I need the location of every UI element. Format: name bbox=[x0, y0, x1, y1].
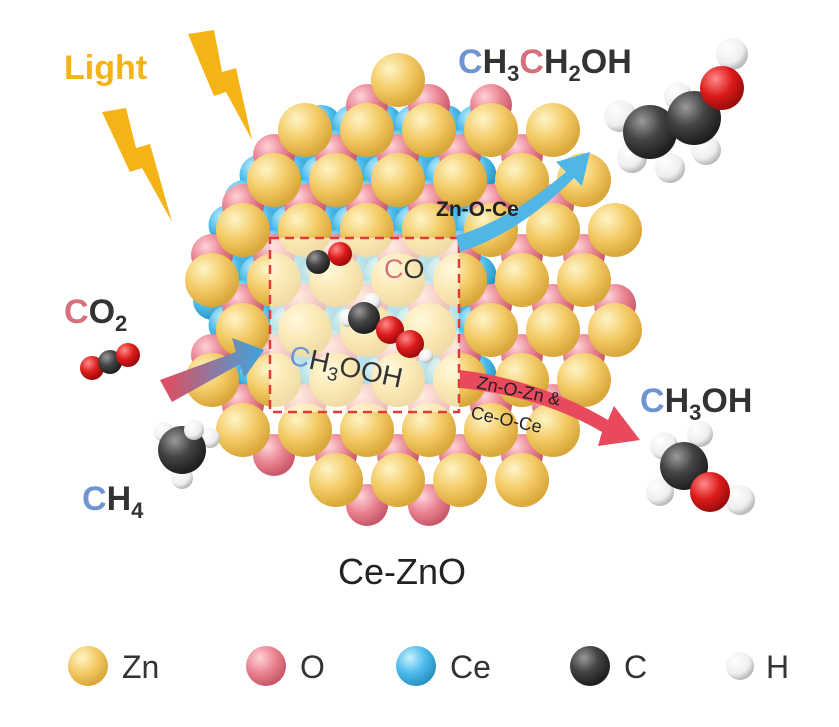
zn-atom-icon bbox=[68, 646, 108, 686]
zn-atom bbox=[216, 403, 270, 457]
lightning-bolt-icon bbox=[188, 30, 252, 140]
zn-atom bbox=[464, 103, 518, 157]
zn-atom bbox=[216, 203, 270, 257]
zn-atom bbox=[526, 203, 580, 257]
ethanol-molecule bbox=[604, 38, 748, 183]
zn-atom bbox=[433, 153, 487, 207]
zn-atom bbox=[278, 403, 332, 457]
zn-atom bbox=[557, 253, 611, 307]
o-atom-icon bbox=[246, 646, 286, 686]
methanol-arrow bbox=[460, 370, 640, 446]
zn-atom bbox=[371, 53, 425, 107]
zn-atom bbox=[557, 353, 611, 407]
zn-atom bbox=[588, 303, 642, 357]
legend-item-o: O bbox=[246, 646, 325, 686]
zn-atom bbox=[402, 103, 456, 157]
zn-atom bbox=[309, 153, 363, 207]
zn-atom bbox=[340, 403, 394, 457]
legend-label: Ce bbox=[450, 649, 491, 685]
zn-atom bbox=[309, 453, 363, 507]
co2-label: CO2 bbox=[64, 293, 127, 336]
zn-atom bbox=[526, 403, 580, 457]
zn-atom bbox=[464, 403, 518, 457]
zn-atom bbox=[340, 103, 394, 157]
ch4-label: CH4 bbox=[82, 480, 144, 523]
legend: Zn O Ce C H bbox=[68, 646, 789, 686]
light-label: Light bbox=[64, 49, 147, 87]
zn-atom bbox=[526, 303, 580, 357]
legend-item-c: C bbox=[570, 646, 647, 686]
zn-atom bbox=[371, 453, 425, 507]
legend-label: C bbox=[624, 649, 647, 685]
zn-atom bbox=[371, 153, 425, 207]
legend-item-zn: Zn bbox=[68, 646, 159, 686]
zn-atom bbox=[433, 453, 487, 507]
zn-atom bbox=[464, 303, 518, 357]
legend-label: Zn bbox=[122, 649, 159, 685]
legend-item-ce: Ce bbox=[396, 646, 491, 686]
methanol-molecule bbox=[646, 421, 755, 515]
co-molecule bbox=[306, 242, 352, 274]
ethanol-arrow bbox=[456, 152, 590, 252]
legend-label: H bbox=[766, 649, 789, 685]
zn-atom bbox=[402, 403, 456, 457]
zn-atom bbox=[247, 153, 301, 207]
reaction-zone-box bbox=[268, 236, 461, 414]
ch4-molecule bbox=[154, 420, 220, 489]
lightning-bolt-icon bbox=[102, 108, 172, 222]
arrows bbox=[160, 152, 640, 446]
legend-item-h: H bbox=[726, 649, 789, 685]
methanol-label: CH3OH bbox=[640, 382, 752, 425]
co2-molecule bbox=[80, 343, 140, 380]
zn-atom bbox=[588, 203, 642, 257]
ethanol-label: CH3CH2OH bbox=[458, 43, 632, 86]
zn-atom bbox=[495, 153, 549, 207]
ce-atom-icon bbox=[396, 646, 436, 686]
zn-atom bbox=[495, 253, 549, 307]
h-atom-icon bbox=[726, 652, 754, 680]
zn-atom bbox=[278, 103, 332, 157]
ch3ooh-molecule bbox=[339, 293, 433, 363]
co-label: CO bbox=[384, 254, 425, 284]
reactant-arrow bbox=[160, 338, 264, 402]
zn-atom bbox=[495, 453, 549, 507]
ethanol-path-label: Zn-O-Ce bbox=[436, 198, 519, 221]
zn-atom bbox=[185, 253, 239, 307]
lightning-bolts bbox=[102, 30, 252, 222]
catalyst-label: Ce-ZnO bbox=[338, 551, 466, 592]
zn-atom bbox=[216, 303, 270, 357]
zn-atom bbox=[526, 103, 580, 157]
legend-label: O bbox=[300, 649, 325, 685]
c-atom-icon bbox=[570, 646, 610, 686]
